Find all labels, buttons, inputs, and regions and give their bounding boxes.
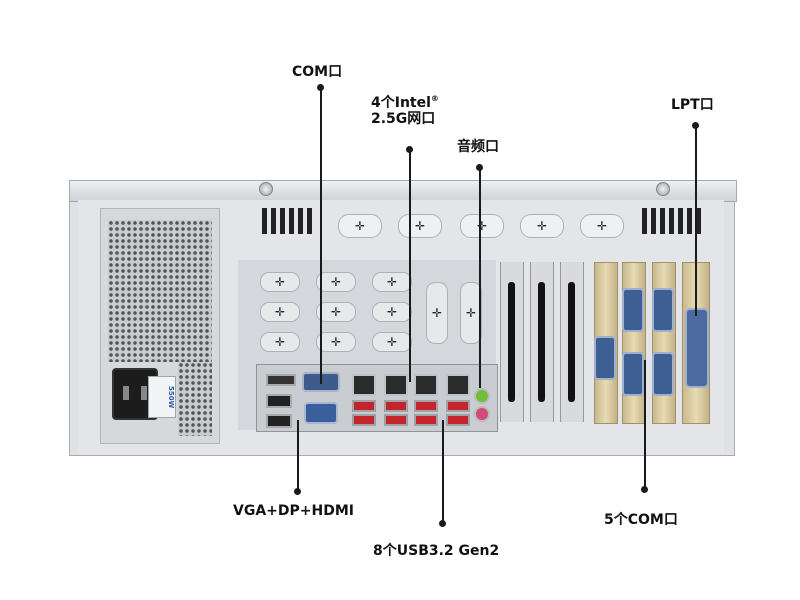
usb-port-icon	[384, 400, 408, 412]
usb-port-icon	[352, 414, 376, 426]
com-port-icon	[622, 352, 644, 396]
leader-dot	[406, 146, 413, 153]
knockout-icon: ✛	[316, 272, 356, 292]
dp-port-icon	[266, 374, 296, 386]
callout-audio: 音频口	[457, 139, 499, 155]
psu-wattage-label: 550W	[148, 376, 176, 418]
knockout-icon: ✛	[316, 302, 356, 322]
leader-dot	[641, 486, 648, 493]
vga-port-icon	[304, 402, 338, 424]
knockout-icon: ✛	[426, 282, 448, 344]
usb-port-icon	[414, 414, 438, 426]
callout-com-top: COM口	[292, 64, 343, 80]
usb-port-icon	[384, 414, 408, 426]
com-card-bracket	[652, 262, 676, 424]
audio-mic-in-icon	[474, 406, 490, 422]
leader-line	[644, 360, 646, 490]
pci-slot-cover	[500, 262, 524, 422]
hdmi-port-icon	[266, 414, 292, 428]
callout-lan-line2: 2.5G网口	[371, 111, 436, 127]
vent-grille	[642, 208, 705, 234]
dp-port-icon	[266, 394, 292, 408]
com-port-icon	[652, 288, 674, 332]
knockout-icon: ✛	[460, 282, 482, 344]
leader-line	[695, 126, 697, 316]
leader-line	[479, 168, 481, 388]
usb-port-icon	[446, 400, 470, 412]
usb-port-icon	[414, 400, 438, 412]
audio-line-out-icon	[474, 388, 490, 404]
callout-com-cards: 5个COM口	[604, 512, 678, 528]
leader-line	[409, 150, 411, 382]
pci-slot-cover	[530, 262, 554, 422]
ethernet-port-icon	[352, 374, 376, 396]
knockout-icon: ✛	[260, 332, 300, 352]
leader-dot	[439, 520, 446, 527]
knockout-icon: ✛	[260, 302, 300, 322]
leader-dot	[294, 488, 301, 495]
knockout-icon: ✛	[580, 214, 624, 238]
leader-dot	[317, 84, 324, 91]
knockout-icon: ✛	[460, 214, 504, 238]
knockout-icon: ✛	[260, 272, 300, 292]
knockout-icon: ✛	[520, 214, 564, 238]
ethernet-port-icon	[384, 374, 408, 396]
psu-fan-grille	[108, 220, 212, 362]
com-port-icon	[622, 288, 644, 332]
knockout-icon: ✛	[372, 302, 412, 322]
knockout-icon: ✛	[338, 214, 382, 238]
leader-dot	[692, 122, 699, 129]
leader-line	[442, 420, 444, 524]
screw-icon	[259, 182, 273, 196]
knockout-icon: ✛	[372, 332, 412, 352]
ethernet-port-icon	[414, 374, 438, 396]
lpt-port-icon	[685, 308, 709, 388]
knockout-icon: ✛	[398, 214, 442, 238]
psu-fan-grille	[178, 362, 212, 436]
callout-video: VGA+DP+HDMI	[233, 503, 354, 519]
com-port-icon	[594, 336, 616, 380]
leader-line	[320, 88, 322, 384]
knockout-icon: ✛	[316, 332, 356, 352]
pci-slot-cover	[560, 262, 584, 422]
com-card-bracket	[622, 262, 646, 424]
usb-port-icon	[446, 414, 470, 426]
leader-line	[297, 420, 299, 492]
usb-port-icon	[352, 400, 376, 412]
com-port-icon	[652, 352, 674, 396]
knockout-icon: ✛	[372, 272, 412, 292]
screw-icon	[656, 182, 670, 196]
callout-usb: 8个USB3.2 Gen2	[373, 543, 500, 559]
chassis-top-lip	[69, 180, 737, 202]
ethernet-port-icon	[446, 374, 470, 396]
callout-lpt: LPT口	[671, 97, 714, 113]
vent-grille	[262, 208, 316, 234]
leader-dot	[476, 164, 483, 171]
callout-lan-line1: 4个Intel®	[371, 94, 439, 111]
